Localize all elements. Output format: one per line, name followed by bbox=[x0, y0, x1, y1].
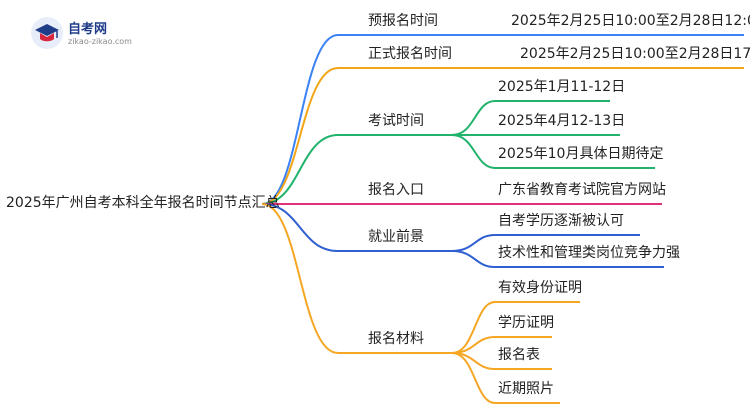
connector-branch-6-child-4 bbox=[451, 352, 560, 404]
connector-root-to-branch-6 bbox=[261, 203, 452, 354]
connector-branch-5-child-2 bbox=[451, 250, 664, 268]
branch-label: 考试时间 bbox=[368, 113, 424, 129]
leaf-label: 报名表 bbox=[498, 347, 540, 363]
connector-branch-3-child-1 bbox=[451, 100, 610, 136]
connector-root-to-branch-2 bbox=[261, 67, 744, 205]
graduation-cap-icon bbox=[31, 17, 63, 49]
leaf-label: 2025年4月12-13日 bbox=[498, 113, 626, 129]
branch-label: 报名材料 bbox=[368, 331, 424, 347]
branch-label: 报名入口 bbox=[368, 182, 424, 198]
leaf-label: 2025年2月25日10:00至2月28日12:00 bbox=[511, 13, 750, 29]
connector-branch-5-child-1 bbox=[451, 234, 640, 252]
site-logo: 自考网 zikao-zikao.com bbox=[30, 16, 140, 52]
branch-label: 正式报名时间 bbox=[368, 46, 452, 62]
connector-root-to-branch-5 bbox=[261, 203, 452, 252]
leaf-label: 学历证明 bbox=[498, 315, 554, 331]
leaf-label: 广东省教育考试院官方网站 bbox=[498, 182, 666, 198]
connector-branch-6-child-1 bbox=[451, 301, 580, 354]
leaf-label: 近期照片 bbox=[498, 381, 554, 397]
leaf-label: 2025年2月25日10:00至2月28日17:00 bbox=[520, 46, 750, 62]
leaf-label: 2025年10月具体日期待定 bbox=[498, 146, 664, 162]
logo-name: 自考网 bbox=[68, 22, 108, 37]
leaf-label: 2025年1月11-12日 bbox=[498, 79, 626, 95]
connector-branch-3-child-3 bbox=[451, 134, 655, 169]
leaf-label: 技术性和管理类岗位竞争力强 bbox=[498, 245, 680, 261]
leaf-label: 有效身份证明 bbox=[498, 280, 582, 296]
logo-url: zikao-zikao.com bbox=[68, 37, 132, 46]
branch-label: 预报名时间 bbox=[368, 13, 438, 29]
connector-root-to-branch-3 bbox=[261, 134, 452, 205]
connector-root-to-branch-1 bbox=[261, 34, 744, 205]
branch-label: 就业前景 bbox=[368, 229, 424, 245]
root-topic: 2025年广州自考本科全年报名时间节点汇总 bbox=[6, 195, 280, 211]
connector-branch-6-child-2 bbox=[451, 336, 552, 354]
leaf-label: 自考学历逐渐被认可 bbox=[498, 213, 624, 229]
